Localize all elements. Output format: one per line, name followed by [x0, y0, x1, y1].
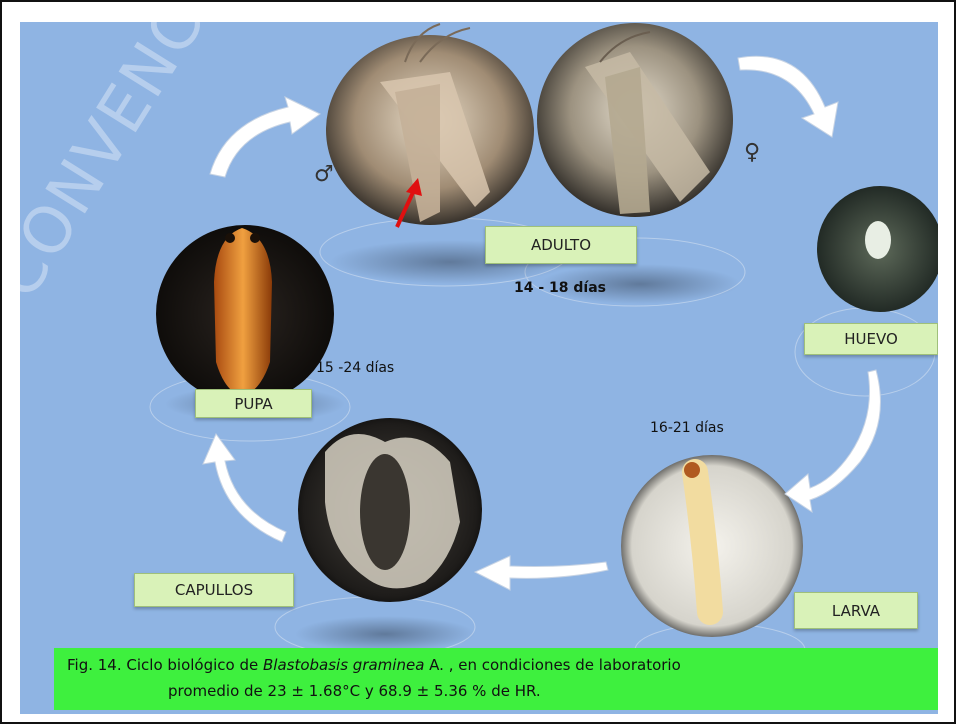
egg-photo — [817, 186, 938, 312]
adult-duration: 14 - 18 días — [514, 280, 606, 296]
egg-label: HUEVO — [804, 323, 938, 355]
pupa-duration: 15 -24 días — [316, 360, 394, 376]
cocoon-photo — [298, 418, 482, 602]
pupa-photo — [156, 225, 334, 403]
cocoons-label: CAPULLOS — [134, 573, 294, 607]
pupa-label: PUPA — [195, 389, 312, 418]
male-symbol: ♂ — [314, 162, 334, 187]
life-cycle-panel: CONVENCIÓN NAC — [20, 22, 938, 714]
female-adult-photo — [537, 23, 733, 217]
adult-label: ADULTO — [485, 226, 637, 264]
caption-prefix: Fig. 14. Ciclo biológico de — [67, 656, 263, 674]
caption-suffix: A. , en condiciones de laboratorio — [424, 656, 680, 674]
caption-line-1: Fig. 14. Ciclo biológico de Blastobasis … — [67, 656, 681, 674]
figure-caption: Fig. 14. Ciclo biológico de Blastobasis … — [54, 648, 938, 710]
female-symbol: ♀ — [744, 140, 760, 165]
caption-species: Blastobasis graminea — [263, 656, 424, 674]
male-adult-photo — [326, 24, 534, 225]
larva-photo — [621, 455, 803, 637]
larva-label: LARVA — [794, 592, 918, 629]
larva-duration: 16-21 días — [650, 420, 724, 436]
caption-line-2: promedio de 23 ± 1.68°C y 68.9 ± 5.36 % … — [168, 682, 541, 700]
